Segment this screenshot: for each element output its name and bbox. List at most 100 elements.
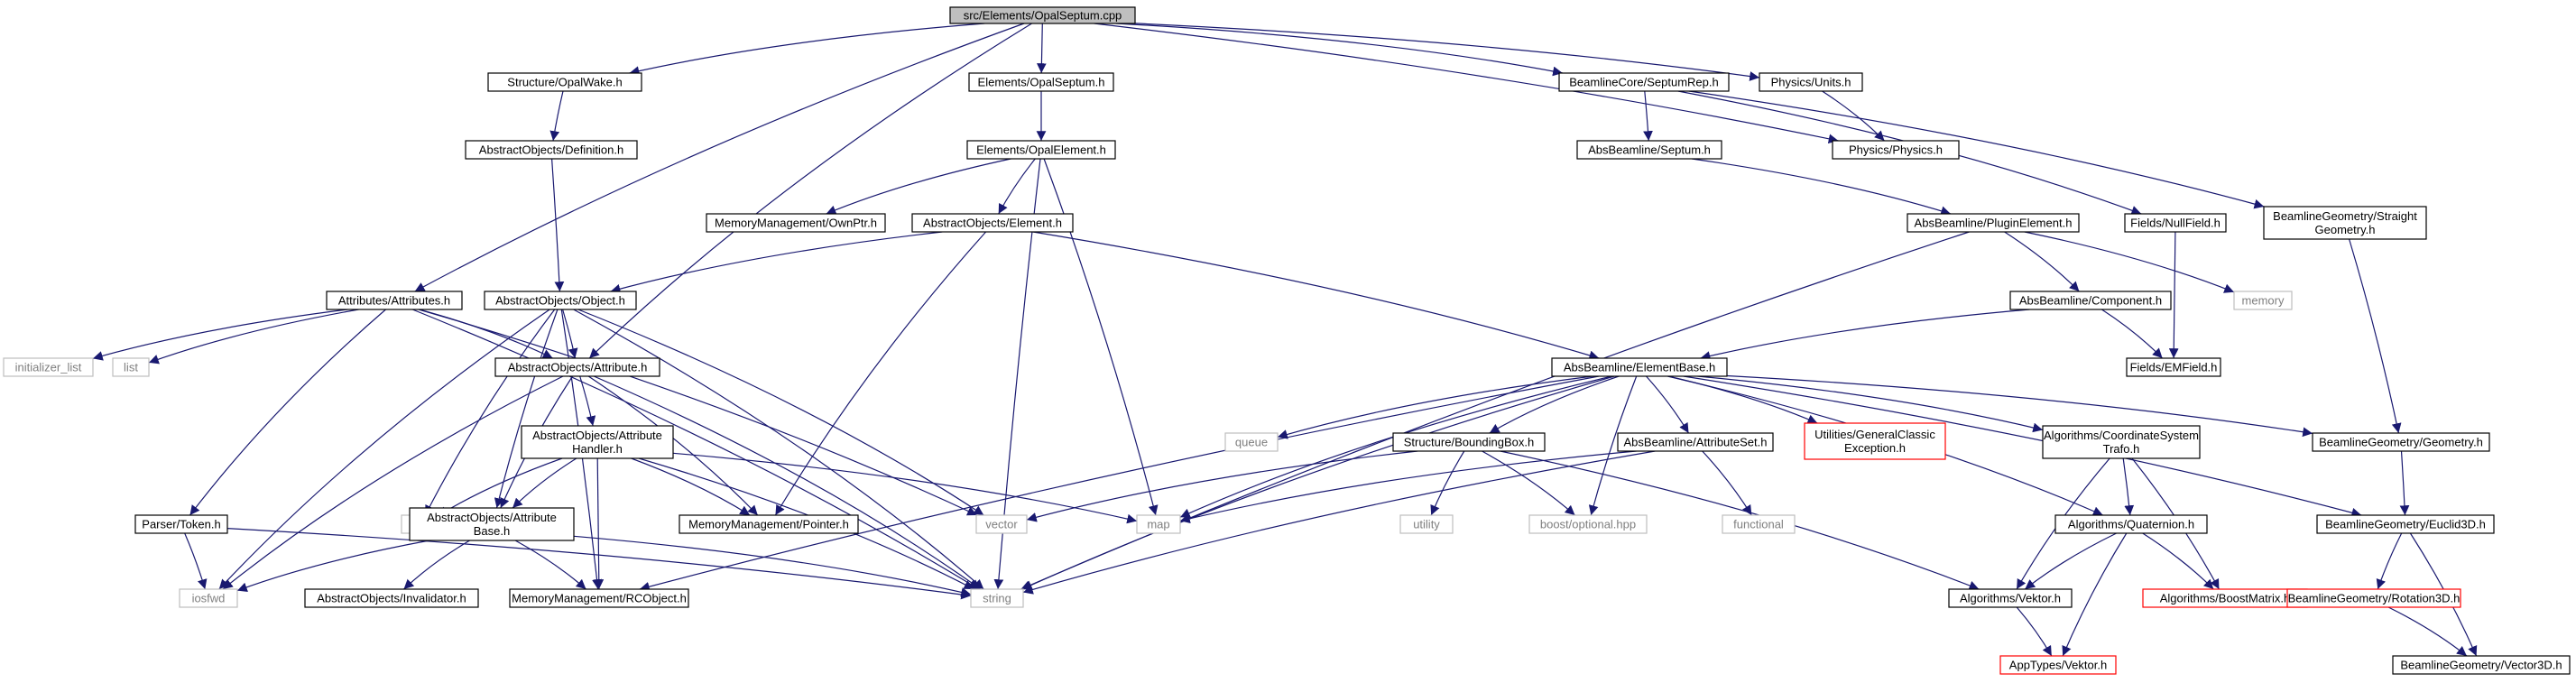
node-invalidator[interactable]: AbstractObjects/Invalidator.h xyxy=(304,588,479,608)
node-ownptr[interactable]: MemoryManagement/OwnPtr.h xyxy=(706,213,886,233)
edge-root-to-attribute xyxy=(588,23,1032,359)
node-elementbase[interactable]: AbsBeamline/ElementBase.h xyxy=(1551,357,1728,377)
node-box xyxy=(1551,357,1728,377)
node-label: Handler.h xyxy=(572,442,623,456)
node-rcobject[interactable]: MemoryManagement/RCObject.h xyxy=(509,588,689,608)
node-box xyxy=(1528,514,1648,534)
edge-septumrep-to-absseptum xyxy=(1643,90,1653,142)
edge-rotation3d-to-vector3d xyxy=(2387,606,2468,657)
edge-attribute-to-attrhandler xyxy=(579,375,596,427)
edge-object-to-attrbase xyxy=(494,309,559,509)
node-label: Exception.h xyxy=(1844,441,1906,455)
node-object[interactable]: AbstractObjects/Object.h xyxy=(484,291,637,310)
node-quaternion[interactable]: Algorithms/Quaternion.h xyxy=(2054,514,2208,534)
edge-nullfield-to-emfield xyxy=(2168,231,2179,359)
edge-opalelement-to-ownptr xyxy=(826,158,1011,215)
node-label: Fields/EMField.h xyxy=(2130,360,2218,374)
node-geometry[interactable]: BeamlineGeometry/Geometry.h xyxy=(2312,432,2490,452)
node-box xyxy=(3,357,94,377)
node-label: Structure/OpalWake.h xyxy=(507,75,622,88)
node-box xyxy=(112,357,150,377)
node-box xyxy=(134,514,228,534)
edge-element-to-object xyxy=(610,231,943,294)
node-box xyxy=(521,425,674,459)
node-iosfwd: iosfwd xyxy=(179,588,238,608)
edge-elementbase-to-geometry xyxy=(1726,374,2313,438)
node-label: Utilities/GeneralClassic xyxy=(1814,428,1935,441)
node-label: AppTypes/Vektor.h xyxy=(2009,658,2107,671)
edge-straightgeom-to-geometry xyxy=(2349,238,2402,434)
edge-root-to-opalwake xyxy=(629,23,985,76)
edge-boundingbox-to-utility xyxy=(1430,450,1465,516)
node-component[interactable]: AbsBeamline/Component.h xyxy=(2009,291,2172,310)
node-label: AbsBeamline/AttributeSet.h xyxy=(1624,435,1768,448)
node-box xyxy=(2124,213,2227,233)
node-box xyxy=(465,140,638,160)
node-units[interactable]: Physics/Units.h xyxy=(1759,72,1863,92)
node-pointer[interactable]: MemoryManagement/Pointer.h xyxy=(679,514,859,534)
node-box xyxy=(2263,206,2427,240)
node-box xyxy=(2392,655,2571,675)
node-attributes[interactable]: Attributes/Attributes.h xyxy=(326,291,463,310)
edge-attrhandler-to-map xyxy=(672,452,1138,524)
edge-layer xyxy=(92,23,2478,657)
node-box xyxy=(509,588,689,608)
node-label: AbstractObjects/Invalidator.h xyxy=(317,591,466,605)
edge-septumrep-to-straightgeom xyxy=(1688,90,2265,209)
node-element[interactable]: AbstractObjects/Element.h xyxy=(911,213,1074,233)
node-attribute[interactable]: AbstractObjects/Attribute.h xyxy=(494,357,660,377)
edge-coordtrafo-to-quaternion xyxy=(2122,457,2135,516)
node-memory: memory xyxy=(2233,291,2293,310)
edge-root-to-attributes xyxy=(414,23,1025,292)
node-emfield[interactable]: Fields/EMField.h xyxy=(2126,357,2221,377)
edge-attribute-to-string xyxy=(593,375,982,590)
node-physics[interactable]: Physics/Physics.h xyxy=(1832,140,1960,160)
node-vektor[interactable]: Algorithms/Vektor.h xyxy=(1948,588,2073,608)
node-opalseptum-h[interactable]: Elements/OpalSeptum.h xyxy=(968,72,1114,92)
node-box xyxy=(1558,72,1730,92)
node-utility: utility xyxy=(1399,514,1454,534)
node-root[interactable]: src/Elements/OpalSeptum.cpp xyxy=(949,6,1136,24)
edge-root-to-opalseptum_h xyxy=(1036,23,1047,74)
node-label: Algorithms/Vektor.h xyxy=(1960,591,2061,605)
edge-elementbase-to-map xyxy=(1179,375,1612,518)
node-opalelement[interactable]: Elements/OpalElement.h xyxy=(966,140,1116,160)
edge-elementbase-to-boundingbox xyxy=(1489,375,1620,434)
node-list: list xyxy=(112,357,150,377)
node-box xyxy=(1722,514,1796,534)
node-definition[interactable]: AbstractObjects/Definition.h xyxy=(465,140,638,160)
edge-opalwake-to-definition xyxy=(549,90,564,142)
node-string: string xyxy=(970,588,1024,608)
node-label: Elements/OpalSeptum.h xyxy=(978,75,1105,88)
node-box xyxy=(1576,140,1722,160)
edge-root-to-septumrep xyxy=(1115,23,1564,77)
node-box xyxy=(494,357,660,377)
node-label: initializer_list xyxy=(15,360,82,374)
node-box xyxy=(2233,291,2293,310)
edge-attributeset-to-string xyxy=(1022,450,1656,595)
node-absseptum[interactable]: AbsBeamline/Septum.h xyxy=(1576,140,1722,160)
node-box xyxy=(1832,140,1960,160)
node-vector3d[interactable]: BeamlineGeometry/Vector3D.h xyxy=(2392,655,2571,675)
edge-object-to-set xyxy=(424,309,556,516)
node-euclid3d[interactable]: BeamlineGeometry/Euclid3D.h xyxy=(2316,514,2495,534)
node-label: boost/optional.hpp xyxy=(1540,517,1636,531)
node-label: AbstractObjects/Element.h xyxy=(923,216,1062,229)
node-attributeset[interactable]: AbsBeamline/AttributeSet.h xyxy=(1617,432,1774,452)
node-septumrep[interactable]: BeamlineCore/SeptumRep.h xyxy=(1558,72,1730,92)
node-pluginelement[interactable]: AbsBeamline/PluginElement.h xyxy=(1907,213,2080,233)
node-parsertoken[interactable]: Parser/Token.h xyxy=(134,514,228,534)
node-nullfield[interactable]: Fields/NullField.h xyxy=(2124,213,2227,233)
node-box xyxy=(1804,422,1946,460)
node-box xyxy=(1999,655,2117,675)
edge-attrhandler-to-set xyxy=(437,457,563,517)
node-boundingbox[interactable]: Structure/BoundingBox.h xyxy=(1392,432,1546,452)
edge-attributes-to-list xyxy=(148,309,359,365)
node-label: queue xyxy=(1235,435,1268,448)
node-opalwake[interactable]: Structure/OpalWake.h xyxy=(487,72,642,92)
